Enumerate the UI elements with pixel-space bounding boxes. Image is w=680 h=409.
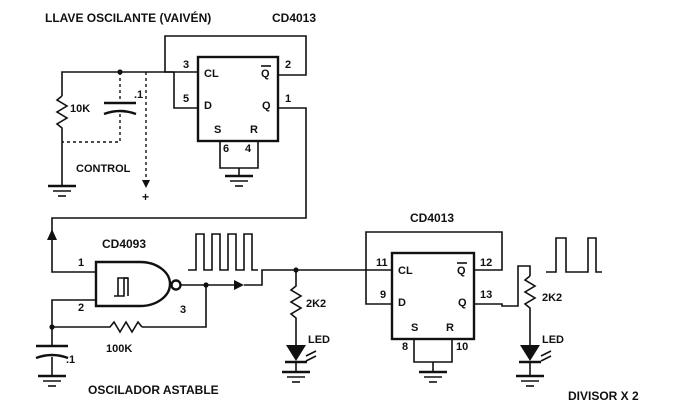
resistor-10k [55, 95, 69, 160]
ff-bottom-sr-wire [413, 339, 453, 363]
ff-bottom-qbar-label: Q [457, 265, 466, 277]
led1-label: LED [308, 334, 330, 346]
nand-pin-2: 2 [78, 302, 84, 314]
ff-top-pin-qbar: 2 [285, 59, 291, 71]
nand-pin-1: 1 [78, 257, 84, 269]
r-feedback-label: 100K [106, 343, 132, 355]
capacitor-plate [35, 353, 69, 360]
capacitor-dashed-wire [62, 114, 121, 143]
ff-top-d-wire [173, 72, 198, 109]
r-top-label: 10K [70, 103, 90, 115]
ff-bottom-title: CD4013 [410, 211, 454, 225]
ff-top-pin-q: 1 [285, 93, 291, 105]
ff-bottom-pin-cl: 11 [376, 257, 388, 269]
ff-top-pin-s: 6 [223, 143, 229, 155]
ff-bottom-cl-label: CL [398, 265, 413, 277]
ff-bottom-q-output-wire [474, 265, 531, 307]
ff-top-qbar-label: Q [261, 68, 270, 80]
ff-top-s-label: S [214, 124, 221, 136]
ff-top-r-label: R [250, 124, 258, 136]
ff-top-title: CD4013 [272, 11, 316, 25]
nand-title: CD4093 [102, 237, 146, 251]
resistor-100k [52, 320, 143, 334]
switch-title: LLAVE OSCILANTE (VAIVÉN) [45, 10, 211, 25]
ff-bottom-q-label: Q [458, 297, 467, 309]
nand-input-2-wire [51, 299, 96, 346]
ff-top-d-label: D [204, 100, 212, 112]
light-ray-icon [540, 350, 552, 357]
ff-bottom-r-label: R [446, 322, 454, 334]
arrow-down-icon [142, 180, 150, 188]
arrow-up-icon [47, 229, 57, 240]
control-label: CONTROL [76, 163, 131, 175]
ff-bottom-pin-r: 10 [456, 341, 468, 353]
ff-top-q-label: Q [262, 100, 271, 112]
r-led2-label: 2K2 [542, 292, 562, 304]
ff-bottom-s-label: S [411, 322, 418, 334]
ff-top-pin-r: 4 [245, 143, 252, 155]
led-icon [286, 345, 306, 361]
square-wave-icon [546, 237, 602, 273]
ff-top-cl-label: CL [204, 68, 219, 80]
ff-top-box [196, 55, 280, 143]
ff-bottom-pin-qbar: 12 [480, 257, 492, 269]
nand-input-1-wire [51, 236, 96, 273]
r-led1-label: 2K2 [306, 298, 326, 310]
ff-bottom-pin-q: 13 [480, 289, 492, 301]
ff-top-q-output-wire [51, 107, 307, 232]
led-icon [520, 345, 540, 361]
capacitor-plate [103, 109, 137, 116]
led2-label: LED [542, 334, 564, 346]
ff-bottom-d-label: D [398, 297, 406, 309]
square-wave-icon [188, 233, 258, 271]
ff-bottom-qbar-feedback-wire [365, 231, 503, 305]
ff-bottom-pin-d: 9 [380, 289, 386, 301]
ff-bottom-pin-s: 8 [402, 341, 408, 353]
nand-bubble [170, 279, 182, 291]
ff-top-pin-cl: 3 [183, 59, 189, 71]
clock-signal-wire [244, 269, 348, 286]
resistor-2k2 [289, 270, 303, 334]
oscillator-label: OSCILADOR ASTABLE [88, 383, 219, 397]
plus-label: + [142, 190, 149, 204]
nand-gate [94, 260, 172, 308]
control-input-wire [61, 71, 174, 96]
c-bottom-label: .1 [66, 354, 75, 366]
c-top-label: .1 [134, 89, 143, 101]
arrow-right-icon [234, 280, 244, 290]
divider-label: DIVISOR X 2 [568, 389, 639, 403]
feedback-wire [142, 285, 207, 328]
nand-pin-3: 3 [180, 304, 186, 316]
ff-bottom-box [390, 251, 476, 341]
light-ray-icon [305, 350, 317, 357]
resistor-2k2 [523, 275, 537, 338]
ff-top-pin-d: 5 [183, 93, 189, 105]
